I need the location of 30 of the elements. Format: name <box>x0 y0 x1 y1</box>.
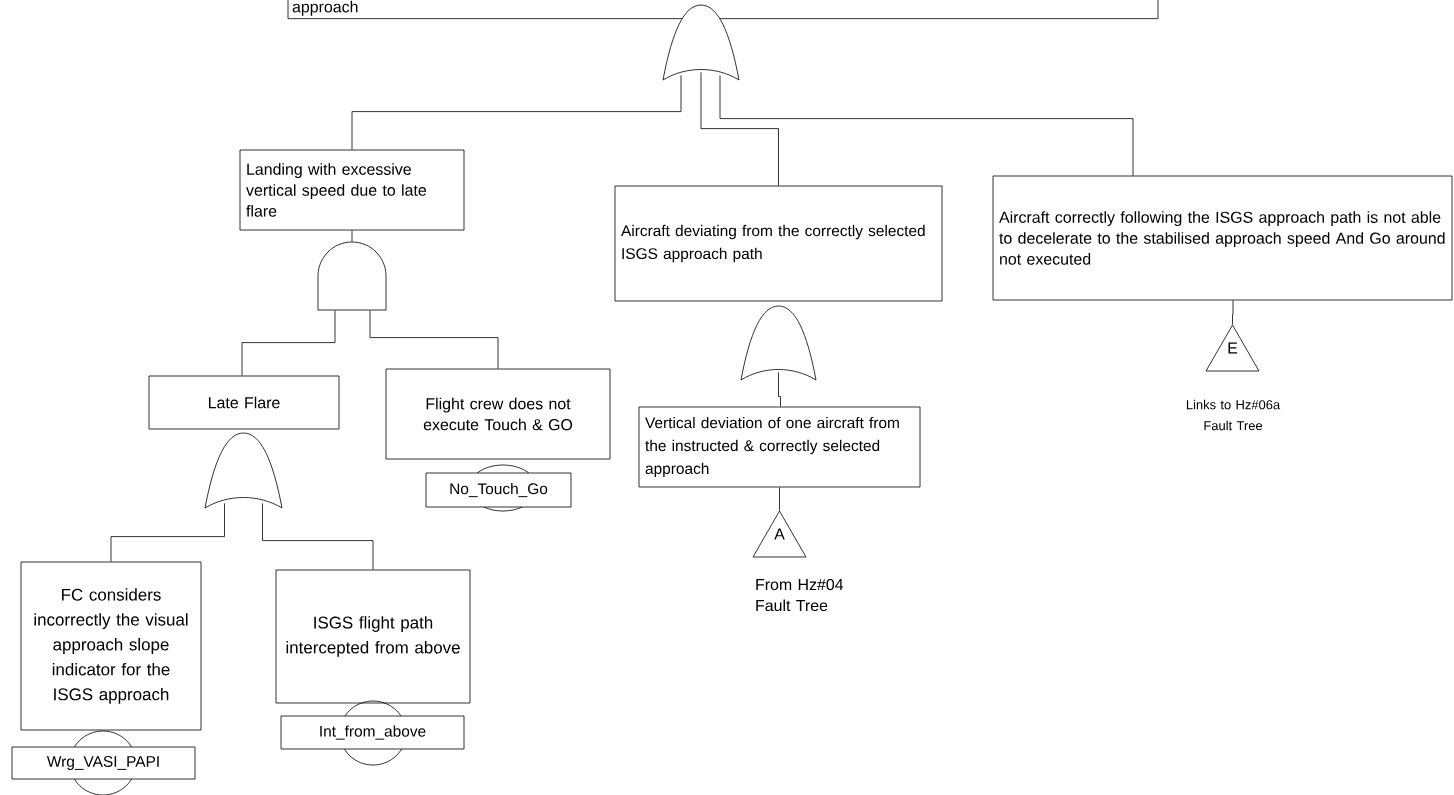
basic-event: Int_from_above <box>280 700 465 766</box>
connector-line <box>369 310 499 369</box>
or-gate <box>204 432 283 509</box>
connector-line <box>351 230 353 242</box>
connector-line <box>262 503 374 570</box>
connector-line <box>700 72 779 186</box>
event-box: Landing with excessive vertical speed due to late flare <box>239 149 465 231</box>
transfer-triangle: A <box>752 510 807 558</box>
connector-line <box>719 75 1134 176</box>
connector-line <box>1232 300 1234 325</box>
event-box: Late Flare <box>148 375 340 430</box>
connector-line <box>241 310 336 376</box>
connector-line <box>351 75 682 150</box>
transfer-note: From Hz#04 Fault Tree <box>756 578 844 612</box>
basic-event: No_Touch_Go <box>425 464 572 512</box>
transfer-note: Links to Hz#06a Fault Tree <box>1186 399 1281 431</box>
connector-line <box>778 372 781 407</box>
event-box: Flight crew does not execute Touch & GO <box>385 368 611 460</box>
event-box: ISGS flight path intercepted from above <box>275 569 471 704</box>
connector-line <box>779 487 780 511</box>
and-gate <box>317 241 387 311</box>
event-box: Aircraft correctly following the ISGS approach path is not able to decelerate to the stabilised approach speed And Go around not executed <box>992 175 1453 301</box>
basic-event: Wrg_VASI_PAPI <box>11 730 196 795</box>
event-box: Aircraft deviating from the correctly selected ISGS approach path <box>614 185 943 302</box>
or-gate <box>740 305 817 381</box>
transfer-triangle: E <box>1205 324 1260 372</box>
event-box: FC considers incorrectly the visual approach slope indicator for the ISGS approach <box>20 561 202 731</box>
or-gate <box>662 4 740 81</box>
connector-line <box>110 503 225 562</box>
event-box: Vertical deviation of one aircraft from the instructed & correctly selected approach <box>638 406 921 488</box>
